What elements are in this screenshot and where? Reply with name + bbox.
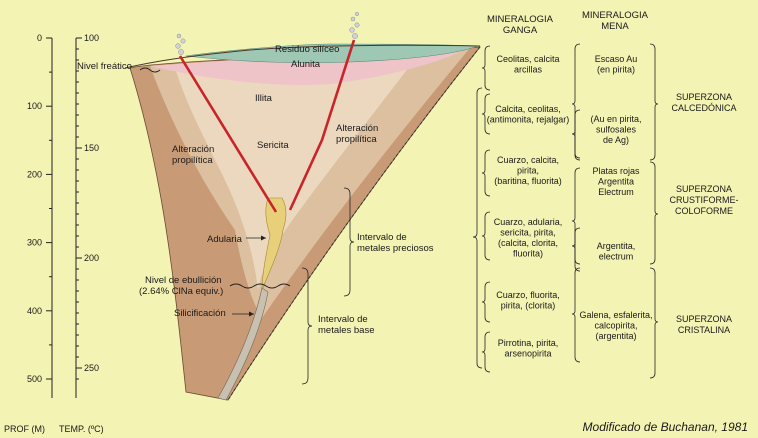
interval-base-1: Intervalo de [318, 314, 368, 325]
ground-surface [124, 44, 481, 69]
interval-base-2: metales base [318, 325, 375, 336]
ganga-brackets [472, 45, 491, 373]
bracket-preciosos [343, 187, 355, 297]
cross-section [124, 11, 481, 401]
superzona-label: CALCEDÓNICA [671, 103, 736, 113]
credit: Modificado de Buchanan, 1981 [583, 420, 748, 434]
label-propilitica-right-1: Alteración [336, 123, 378, 134]
mena-item: (argentita) [595, 331, 636, 341]
mena-item: Electrum [598, 187, 634, 197]
label-alunita: Alunita [291, 59, 321, 70]
header-mena-1: MINERALOGIA [582, 10, 649, 21]
interval-preciosos-2: metales preciosos [357, 243, 434, 254]
depth-tick-label: 200 [27, 169, 42, 179]
axes [46, 37, 82, 398]
mena-item: Argentita [598, 177, 634, 187]
header-ganga-1: MINERALOGIA [487, 14, 554, 25]
mena-item: Escaso Au [595, 54, 638, 64]
ganga-item: Calcita, ceolitas, [495, 104, 561, 114]
label-silicificacion: Silicificación [174, 308, 226, 319]
depth-tick-label: 0 [37, 33, 42, 43]
hot-spring-left-icon [175, 33, 186, 55]
temp-tick-label: 250 [84, 363, 99, 373]
arrow-adularia-head [261, 235, 266, 241]
zone-labels: Residuo silíceo Alunita Illita Sericita … [77, 44, 378, 319]
mena-item: sulfosales [596, 125, 637, 135]
boiling-level-line [229, 283, 291, 289]
label-propilitica-left-1: Alteración [172, 144, 214, 155]
ganga-item: arsenopirita [504, 349, 551, 359]
label-adularia: Adularia [207, 234, 243, 245]
depth-tick-label: 300 [27, 238, 42, 248]
propylitic-boundary [227, 46, 481, 401]
header-ganga-2: GANGA [503, 25, 538, 36]
ganga-item: pirita, [517, 166, 539, 176]
label-propilitica-left-2: propilítica [172, 155, 213, 166]
silicification-vein [217, 287, 269, 401]
temperature-axis-title: TEMP. (ºC) [59, 424, 104, 434]
label-nivel-freatico: Nivel freático [77, 61, 132, 72]
mena-item: calcopirita, [594, 321, 637, 331]
ganga-item: Ceolitas, calcita [496, 54, 559, 64]
fault-left [178, 55, 278, 213]
temp-tick-label: 200 [84, 253, 99, 263]
ganga-item: (antimonita, rejalgar) [487, 115, 570, 125]
depth-tick-label: 100 [27, 101, 42, 111]
water-table-line [139, 67, 161, 73]
depth-tick-label: 500 [27, 374, 42, 384]
bracket-base [301, 267, 313, 385]
depth-tick-label: 400 [27, 306, 42, 316]
mena-item: (Au en pirita, [590, 114, 641, 124]
superzona-label: CRUSTIFORME- [670, 195, 739, 205]
axis-labels: 0 100 200 300 400 500 100 150 200 250 PROF (M) T… [4, 33, 104, 434]
depth-axis-title: PROF (M) [4, 424, 45, 434]
label-sericita: Sericita [257, 140, 289, 151]
mena-item: Platas rojas [592, 166, 640, 176]
ganga-item: Cuarzo, calcita, [497, 155, 559, 165]
header-mena-2: MENA [601, 21, 629, 32]
superzona-label: SUPERZONA [676, 314, 732, 324]
temp-tick-label: 150 [84, 143, 99, 153]
ganga-item: arcillas [514, 65, 543, 75]
mena-item: Galena, esfalerita, [579, 310, 652, 320]
label-propilitica-right-2: propilítica [336, 134, 377, 145]
mena-item: de Ag) [603, 135, 629, 145]
label-nivel-ebullicion-1: Nivel de ebullición [145, 275, 222, 286]
ganga-item: (calcita, clorita, [498, 238, 558, 248]
mineralogy-table: MINERALOGIA GANGA MINERALOGIA MENA Ceoli… [472, 10, 739, 379]
ganga-item: sericita, pirita, [500, 228, 556, 238]
intervals: Intervalo de metales preciosos Intervalo… [301, 187, 434, 385]
superzona-label: SUPERZONA [676, 184, 732, 194]
superzona-label: SUPERZONA [676, 92, 732, 102]
hot-spring-right-icon [349, 11, 360, 39]
ganga-item: fluorita) [513, 249, 543, 259]
superzona-label: CRISTALINA [678, 325, 730, 335]
interval-preciosos-1: Intervalo de [357, 232, 407, 243]
label-illita: Illita [255, 93, 273, 104]
mena-item: electrum [599, 252, 634, 262]
ganga-item: Pirrotina, pirita, [498, 338, 559, 348]
mena-brackets [571, 43, 659, 379]
ganga-item: Cuarzo, adularia, [494, 217, 563, 227]
mena-item: (en pirita) [597, 65, 635, 75]
label-nivel-ebullicion-2: (2.64% ClNa equiv.) [139, 286, 223, 297]
superzona-label: COLOFORME [675, 206, 733, 216]
fault-right [288, 39, 356, 211]
ganga-item: Cuarzo, fluorita, [496, 290, 560, 300]
label-residuo-siliceo: Residuo silíceo [275, 44, 339, 55]
zone-illite-sericite [175, 52, 420, 290]
temp-tick-label: 100 [84, 33, 99, 43]
ganga-item: pirita, (clorita) [501, 301, 556, 311]
mena-item: Argentita, [597, 241, 636, 251]
arrow-silicification-head [249, 311, 254, 317]
ganga-item: (baritina, fluorita) [494, 176, 562, 186]
